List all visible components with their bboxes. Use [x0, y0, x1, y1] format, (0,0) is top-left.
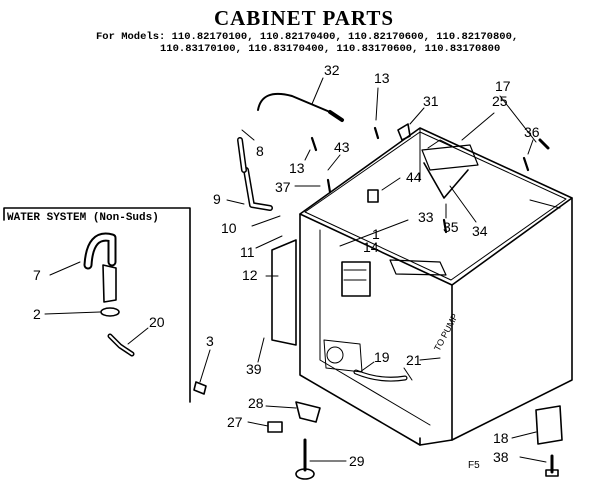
callout-12: 12: [242, 267, 258, 283]
callout-33: 33: [418, 209, 434, 225]
callout-20: 20: [149, 314, 165, 330]
callout-10: 10: [221, 220, 237, 236]
callout-39: 39: [246, 361, 262, 377]
callout-8: 8: [256, 143, 264, 159]
diagram-title: CABINET PARTS: [213, 6, 395, 30]
callout-17: 17: [495, 78, 511, 94]
callout-19: 19: [374, 349, 390, 365]
callout-1: 1: [372, 226, 380, 242]
callout-38: 38: [493, 449, 509, 465]
bracket-18: [535, 405, 563, 445]
side-bracket: [271, 239, 297, 346]
callout-9: 9: [213, 191, 221, 207]
callout-11: 11: [240, 244, 255, 260]
cabinet-brace: [423, 162, 469, 199]
water-system-frame: [3, 207, 191, 403]
callout-35: 35: [443, 219, 459, 235]
callout-7: 7: [33, 267, 41, 283]
callout-3: 3: [206, 333, 214, 349]
washer-2: [100, 307, 120, 317]
model-list-line-1: For Models: 110.82170100, 110.82170400, …: [96, 31, 519, 43]
callout-13-lower: 13: [289, 160, 305, 176]
figure-code: F5: [468, 460, 480, 471]
water-system-label: WATER SYSTEM (Non-Suds): [7, 212, 159, 224]
power-cord: [257, 92, 331, 113]
callout-25: 25: [492, 93, 508, 109]
clamp-3: [193, 381, 207, 395]
water-valve: [341, 261, 371, 297]
callout-37: 37: [275, 179, 291, 195]
callout-44: 44: [406, 169, 422, 185]
clip-27: [267, 421, 283, 433]
callout-13-top: 13: [374, 70, 390, 86]
callout-29: 29: [349, 453, 365, 469]
callout-36: 36: [524, 124, 540, 140]
cabinet-right-wall: [451, 197, 573, 441]
bracket-28: [295, 401, 321, 423]
callout-2: 2: [33, 306, 41, 322]
callout-43: 43: [334, 139, 350, 155]
cabinet-side-wall: [419, 284, 453, 446]
callout-27: 27: [227, 414, 243, 430]
callout-28: 28: [248, 395, 264, 411]
callout-14: 14: [363, 239, 379, 255]
model-list-line-2: 110.83170100, 110.83170400, 110.83170600…: [160, 43, 501, 55]
callout-34: 34: [472, 223, 488, 239]
callout-18: 18: [493, 430, 509, 446]
callout-21: 21: [406, 352, 422, 368]
callout-31: 31: [423, 93, 439, 109]
cabinet-front-wall: [299, 213, 421, 446]
callout-32: 32: [324, 62, 340, 78]
